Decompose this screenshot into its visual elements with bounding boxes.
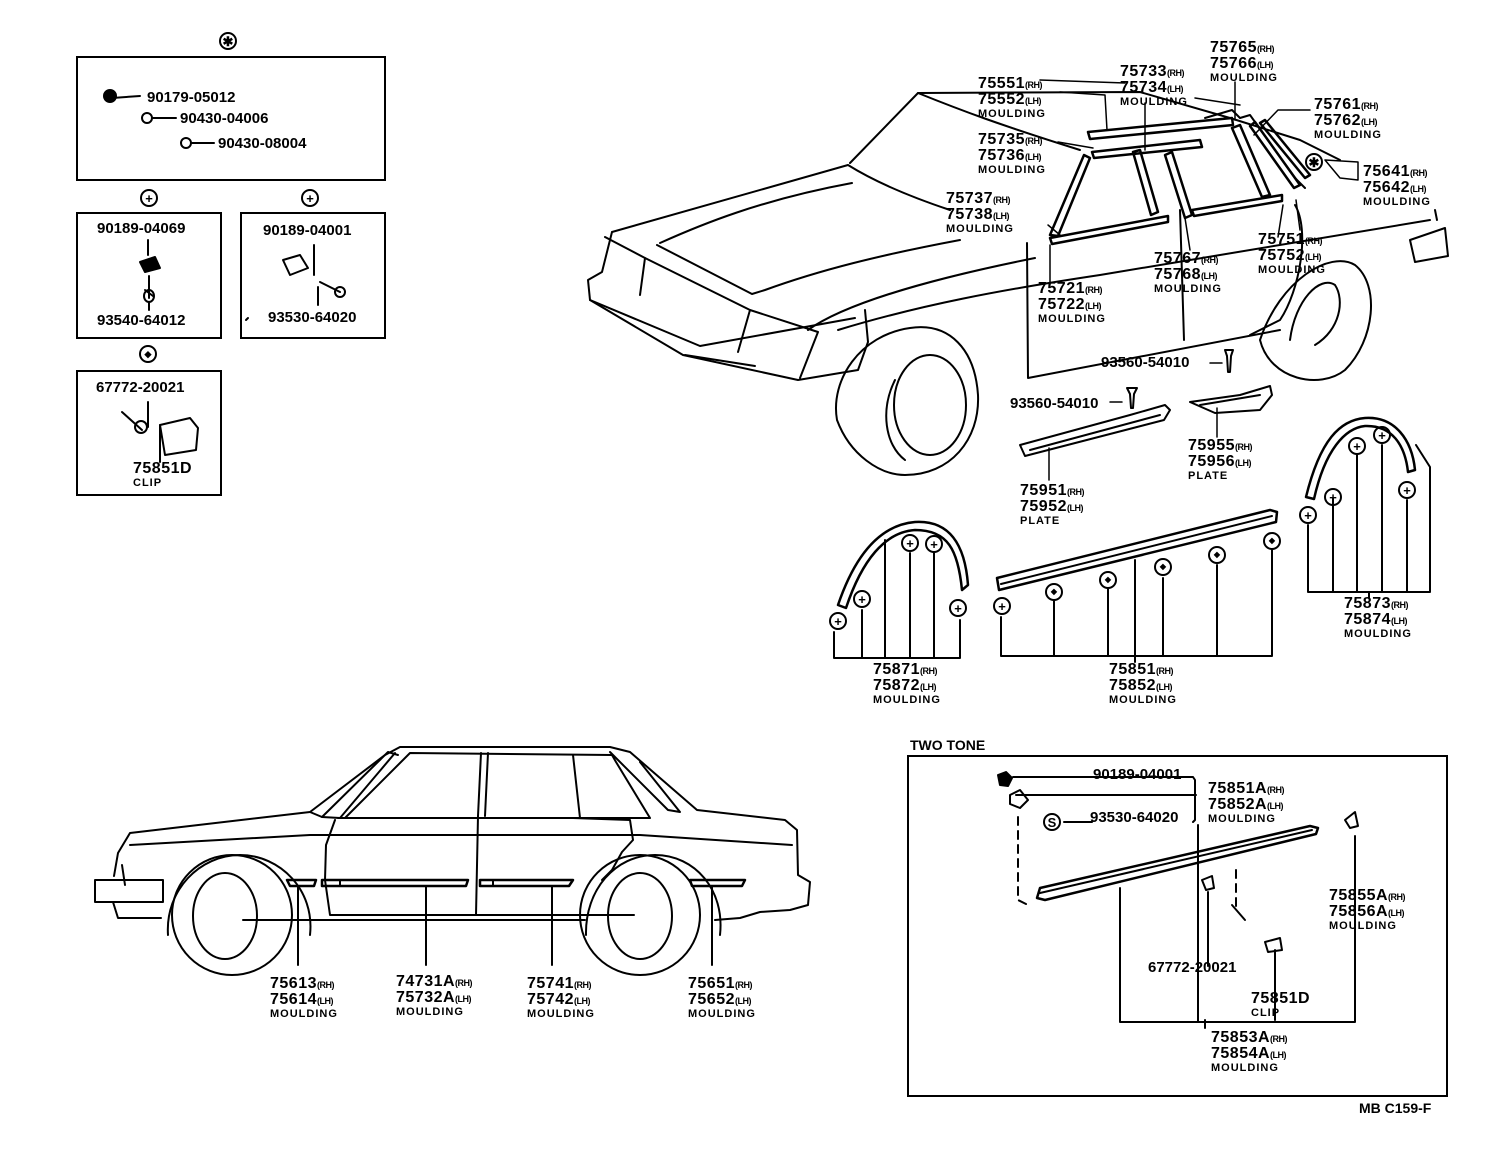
circle-plus-icon: +: [949, 599, 967, 617]
part-90430-08004: 90430-08004: [218, 135, 307, 152]
fastener-art: [103, 89, 346, 463]
circle-plus-icon: +: [1373, 426, 1391, 444]
s-symbol-icon: S: [1043, 813, 1061, 831]
moulding-label-75871: 75871(RH) 75872(LH) MOULDING: [873, 661, 941, 706]
moulding-label-75733: 75733(RH) 75734(LH) MOULDING: [1120, 63, 1188, 108]
circle-plus-icon: +: [1299, 506, 1317, 524]
moulding-label-74731A: 74731A(RH) 75732A(LH) MOULDING: [396, 973, 473, 1018]
moulding-label-75873: 75873(RH) 75874(LH) MOULDING: [1344, 595, 1412, 640]
moulding-label-75853A: 75853A(RH) 75854A(LH) MOULDING: [1211, 1029, 1288, 1074]
circle-plus-icon: +: [1398, 481, 1416, 499]
two-tone-clip-75851D: 75851D CLIP: [1251, 990, 1311, 1019]
moulding-label-75855A: 75855A(RH) 75856A(LH) MOULDING: [1329, 887, 1406, 932]
moulding-label-75613: 75613(RH) 75614(LH) MOULDING: [270, 975, 338, 1020]
part-90189-04069: 90189-04069: [97, 220, 186, 237]
circle-square-icon: ◆: [1045, 583, 1063, 601]
part-90430-04006: 90430-04006: [180, 110, 269, 127]
diagram-code: MB C159-F: [1359, 1100, 1432, 1116]
part-90189-04001: 90189-04001: [263, 222, 352, 239]
car-side-view: [94, 746, 811, 976]
rocker-moulding: [995, 508, 1279, 663]
stray-mark: [245, 317, 249, 321]
asterisk-callout-icon: ✱: [1305, 153, 1323, 171]
screws-top: [1126, 349, 1234, 409]
circle-square-icon: ◆: [1208, 546, 1226, 564]
circle-plus-icon: +: [901, 534, 919, 552]
two-tone-part-67772-20021: 67772-20021: [1148, 959, 1237, 976]
moulding-label-75737: 75737(RH) 75738(LH) MOULDING: [946, 190, 1014, 235]
fastener-box-circle-plus-bold: [240, 212, 386, 339]
plate-label-75955: 75955(RH) 75956(LH) PLATE: [1188, 437, 1253, 482]
moulding-label-75751: 75751(RH) 75752(LH) MOULDING: [1258, 231, 1326, 276]
circle-square-icon: ◆: [1154, 558, 1172, 576]
wheel-arch-moulding-rear: [1304, 416, 1431, 599]
car-front-three-quarter-view: [587, 91, 1449, 476]
fastener-box-asterisk: [76, 56, 386, 181]
circle-plus-icon: +: [993, 597, 1011, 615]
circle-square-icon: ◆: [1263, 532, 1281, 550]
part-93540-64012: 93540-64012: [97, 312, 186, 329]
circle-plus-icon: +: [1348, 437, 1366, 455]
moulding-label-75651: 75651(RH) 75652(LH) MOULDING: [688, 975, 756, 1020]
part-90179-05012: 90179-05012: [147, 89, 236, 106]
moulding-label-75741: 75741(RH) 75742(LH) MOULDING: [527, 975, 595, 1020]
part-93530-64020: 93530-64020: [268, 309, 357, 326]
asterisk-symbol-icon: ✱: [219, 32, 237, 50]
moulding-label-75551: 75551(RH) 75552(LH) MOULDING: [978, 75, 1046, 120]
two-tone-box: [907, 755, 1448, 1097]
screw-93560-54010-b: 93560-54010: [1010, 395, 1099, 412]
plate-label-75951: 75951(RH) 75952(LH) PLATE: [1020, 482, 1085, 527]
wheel-arch-moulding-front: [833, 520, 970, 659]
circle-plus-symbol-icon: +: [140, 189, 158, 207]
circle-plus-icon: +: [925, 535, 943, 553]
fastener-box-circle-plus: [76, 212, 222, 339]
moulding-label-75735: 75735(RH) 75736(LH) MOULDING: [978, 131, 1046, 176]
moulding-label-75767: 75767(RH) 75768(LH) MOULDING: [1154, 250, 1222, 295]
circle-square-icon: ◆: [1099, 571, 1117, 589]
scuff-plates: [1019, 385, 1273, 457]
screw-93560-54010-a: 93560-54010: [1101, 354, 1190, 371]
circle-plus-icon: +: [1324, 488, 1342, 506]
moulding-label-75851A: 75851A(RH) 75852A(LH) MOULDING: [1208, 780, 1285, 825]
part-67772-20021: 67772-20021: [96, 379, 185, 396]
two-tone-part-93530-64020: 93530-64020: [1090, 809, 1179, 826]
moulding-label-75761: 75761(RH) 75762(LH) MOULDING: [1314, 96, 1382, 141]
moulding-label-75641: 75641(RH) 75642(LH) MOULDING: [1363, 163, 1431, 208]
circle-square-symbol-icon: ◆: [139, 345, 157, 363]
two-tone-title: TWO TONE: [910, 737, 986, 753]
two-tone-line-art: [997, 771, 1359, 1029]
moulding-label-75851: 75851(RH) 75852(LH) MOULDING: [1109, 661, 1177, 706]
fastener-box-circle-square: [76, 370, 222, 496]
circle-plus-bold-symbol-icon: +: [301, 189, 319, 207]
moulding-label-75721: 75721(RH) 75722(LH) MOULDING: [1038, 280, 1106, 325]
two-tone-part-90189-04001: 90189-04001: [1093, 766, 1182, 783]
circle-plus-icon: +: [853, 590, 871, 608]
clip-75851D-label: 75851D CLIP: [133, 460, 193, 489]
moulding-label-75765: 75765(RH) 75766(LH) MOULDING: [1210, 39, 1278, 84]
circle-plus-icon: +: [829, 612, 847, 630]
